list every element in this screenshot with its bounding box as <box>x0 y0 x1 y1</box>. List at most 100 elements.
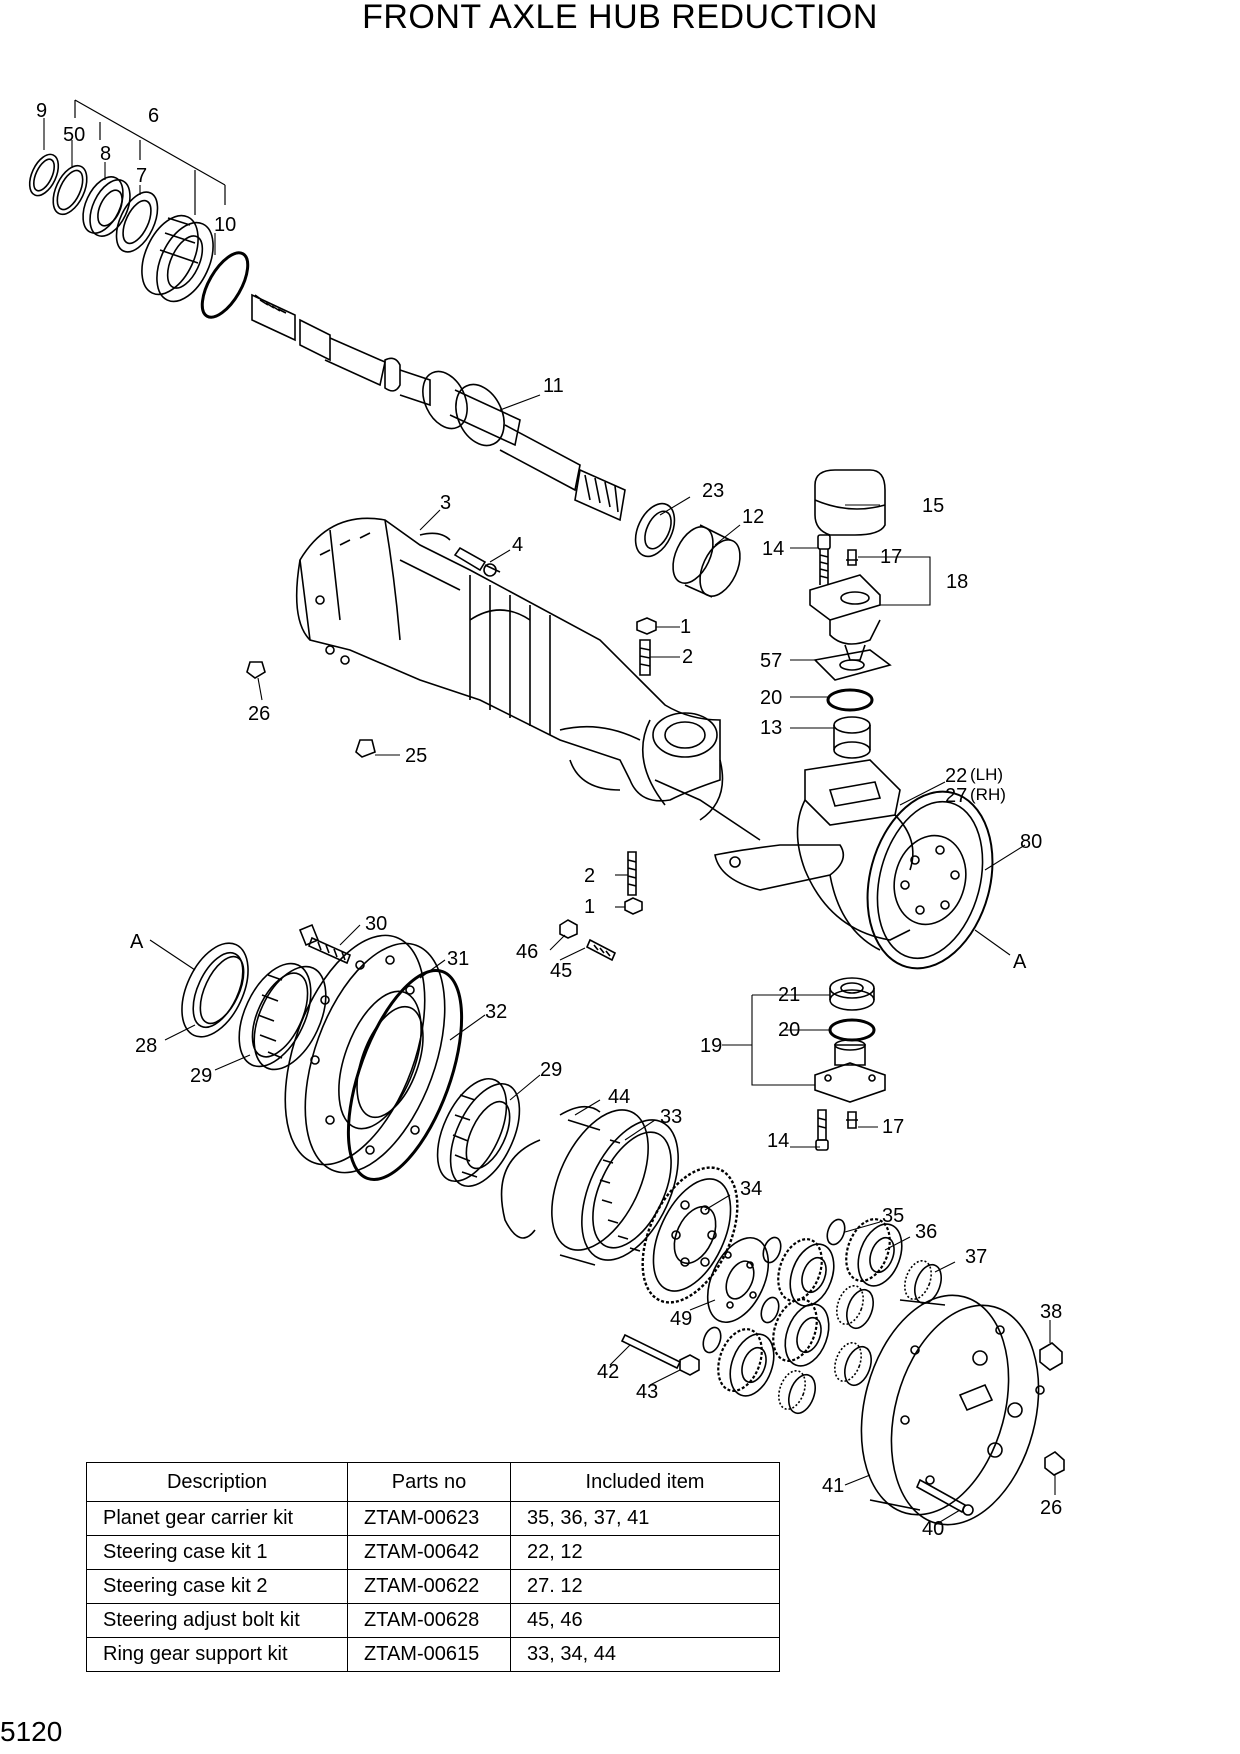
bolt-14-upper <box>817 534 831 585</box>
snap-ring-50 <box>52 164 88 216</box>
o-ring-20-lower <box>828 1018 876 1042</box>
callout-1-lower: 1 <box>584 896 595 918</box>
callout-17-lower: 17 <box>882 1116 904 1138</box>
o-ring-20-upper <box>826 688 874 712</box>
cell-included: 35, 36, 37, 41 <box>510 1501 780 1536</box>
callout-31: 31 <box>447 948 469 970</box>
callout-3: 3 <box>440 492 451 514</box>
bushing-6 <box>141 214 214 303</box>
callout-49: 49 <box>670 1308 692 1330</box>
page-title: FRONT AXLE HUB REDUCTION <box>362 0 878 36</box>
callout-13: 13 <box>760 717 782 739</box>
stud-2-upper <box>639 639 651 676</box>
nut-46 <box>559 919 578 939</box>
callout-80: 80 <box>1020 831 1042 853</box>
callout-labels: 9 50 6 8 7 10 11 3 4 23 12 15 14 17 18 1… <box>36 100 1062 1540</box>
callout-25: 25 <box>405 745 427 767</box>
parts-kit-table: Description Parts no Included item Plane… <box>86 1462 780 1672</box>
cell-description: Planet gear carrier kit <box>86 1501 348 1536</box>
bolt-42 <box>620 1333 682 1370</box>
callout-45: 45 <box>550 960 572 982</box>
callout-42: 42 <box>597 1361 619 1383</box>
cell-parts-no: ZTAM-00615 <box>347 1637 511 1672</box>
callout-9: 9 <box>36 100 47 122</box>
adjust-bolt-45 <box>585 938 617 962</box>
cell-description: Steering case kit 1 <box>86 1535 348 1570</box>
o-ring-10 <box>200 251 250 319</box>
nut-43 <box>679 1354 700 1376</box>
plug-38 <box>1039 1342 1063 1371</box>
cell-parts-no: ZTAM-00642 <box>347 1535 511 1570</box>
cap-15 <box>814 469 886 536</box>
bolt-14-lower <box>815 1109 829 1151</box>
callout-12: 12 <box>742 506 764 528</box>
callout-34: 34 <box>740 1178 762 1200</box>
table-row: Ring gear support kit ZTAM-00615 33, 34,… <box>86 1637 780 1672</box>
cell-parts-no: ZTAM-00628 <box>347 1603 511 1638</box>
plug-25 <box>355 739 376 758</box>
seal-23 <box>634 502 676 558</box>
leader-lines <box>43 118 1056 1526</box>
nut-1-upper <box>636 617 657 635</box>
callout-10: 10 <box>214 214 236 236</box>
callout-4: 4 <box>512 534 523 556</box>
callout-29-left: 29 <box>190 1065 212 1087</box>
callout-37: 37 <box>965 1246 987 1268</box>
cell-description: Steering adjust bolt kit <box>86 1603 348 1638</box>
callout-1-upper: 1 <box>680 616 691 638</box>
callout-50: 50 <box>63 124 85 146</box>
callout-A-left: A <box>130 931 144 953</box>
callout-35: 35 <box>882 1205 904 1227</box>
plug-26-lower <box>1044 1451 1065 1476</box>
callout-19: 19 <box>700 1035 722 1057</box>
callout-2-upper: 2 <box>682 646 693 668</box>
axle-housing-3 <box>295 517 761 841</box>
header-parts-no: Parts no <box>347 1462 511 1502</box>
snap-ring-44 <box>500 1105 601 1239</box>
gasket-80 <box>866 790 994 970</box>
hub-31 <box>284 934 446 1174</box>
callout-7: 7 <box>136 165 147 187</box>
cell-included: 33, 34, 44 <box>510 1637 780 1672</box>
shim-57 <box>813 649 892 681</box>
callout-40: 40 <box>922 1518 944 1540</box>
callout-27: 27 <box>945 785 967 807</box>
steering-knuckle-22-27 <box>714 759 914 951</box>
header-description: Description <box>86 1462 348 1502</box>
callout-11: 11 <box>543 375 564 397</box>
callout-14-lower: 14 <box>767 1130 789 1152</box>
bolt-30 <box>298 923 352 965</box>
callout-33: 33 <box>660 1106 682 1128</box>
stud-2-lower <box>627 851 637 896</box>
washer-49 <box>706 1236 770 1324</box>
callout-23: 23 <box>702 480 724 502</box>
callout-26-lower: 26 <box>1040 1497 1062 1519</box>
cell-description: Steering case kit 2 <box>86 1569 348 1604</box>
callout-28: 28 <box>135 1035 157 1057</box>
table-row: Steering adjust bolt kit ZTAM-00628 45, … <box>86 1603 780 1638</box>
cover-19 <box>814 1039 886 1103</box>
callout-20-lower: 20 <box>778 1019 800 1041</box>
planet-gear-36 <box>717 1218 903 1397</box>
cell-description: Ring gear support kit <box>86 1637 348 1672</box>
bushing-12 <box>672 524 741 598</box>
grease-nipple-17-upper <box>846 549 858 566</box>
bearing-8 <box>82 176 131 237</box>
cover-18 <box>809 574 881 661</box>
table-row: Planet gear carrier kit ZTAM-00623 35, 3… <box>86 1501 780 1536</box>
thrust-washer-35 <box>702 1218 846 1354</box>
callout-36: 36 <box>915 1221 937 1243</box>
bearing-13 <box>833 716 871 759</box>
o-ring-32 <box>346 968 464 1182</box>
callout-21: 21 <box>778 984 800 1006</box>
cell-parts-no: ZTAM-00623 <box>347 1501 511 1536</box>
bearing-29-outer <box>238 962 327 1071</box>
table-row: Steering case kit 2 ZTAM-00622 27. 12 <box>86 1569 780 1604</box>
callout-15: 15 <box>922 495 944 517</box>
header-included-item: Included item <box>510 1462 780 1502</box>
callout-46: 46 <box>516 941 538 963</box>
page-number: 5120 <box>0 1716 63 1747</box>
callout-29-right: 29 <box>540 1059 562 1081</box>
seal-28 <box>181 942 249 1038</box>
callout-A-right: A <box>1013 951 1027 973</box>
